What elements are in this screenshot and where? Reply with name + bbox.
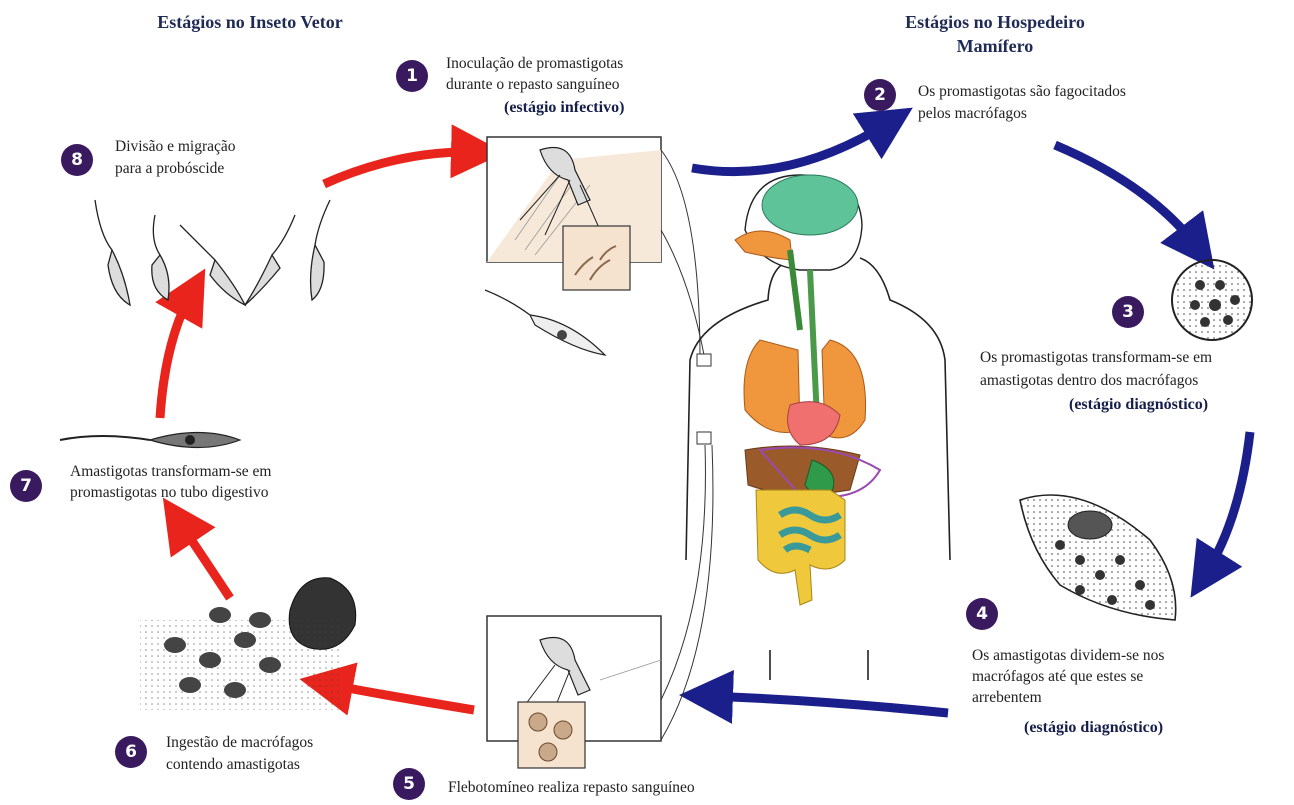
step-1-badge: 1 [396, 60, 428, 92]
insect-stages-title: Estágios no Inseto Vetor [150, 10, 350, 34]
step-8-text-line1: Divisão e migração [115, 137, 236, 156]
step-3-badge: 3 [1112, 296, 1144, 328]
step-4-text-line3: arrebentem [972, 688, 1042, 707]
step-6-text-line1: Ingestão de macrófagos [166, 733, 313, 752]
macrophage-step3 [1172, 260, 1252, 340]
step-4-text-line1: Os amastigotas dividem-se nos [972, 646, 1164, 665]
step-1-stage: (estágio infectivo) [504, 98, 624, 117]
step-6-text-line2: contendo amastigotas [166, 755, 300, 774]
step-7-badge: 7 [10, 470, 42, 502]
step-3-stage: (estágio diagnóstico) [1069, 395, 1208, 414]
step-6-badge: 6 [115, 736, 147, 768]
host-stages-title: Estágios no Hospedeiro Mamífero [890, 10, 1100, 58]
step-3-text-line1: Os promastigotas transformam-se em [980, 348, 1212, 367]
step-3-text-line2: amastigotas dentro dos macrófagos [980, 371, 1198, 390]
step-4-text-line2: macrófagos até que estes se [972, 667, 1143, 686]
step-5-text: Flebotomíneo realiza repasto sanguíneo [448, 778, 695, 797]
step-2-badge: 2 [864, 79, 896, 111]
step-2-text-line1: Os promastigotas são fagocitados [918, 82, 1126, 101]
arrow-3-to-4 [1205, 432, 1250, 575]
step-8-badge: 8 [61, 144, 93, 176]
promastigotes-step8 [95, 200, 330, 305]
sandfly-box-top [487, 137, 661, 290]
ingested-macrophages-step6 [140, 578, 356, 710]
arrow-1-to-2 [692, 122, 890, 172]
macrophage-step4 [1020, 495, 1176, 620]
arrow-4-to-5 [706, 696, 948, 713]
step-7-text-line2: promastigotas no tubo digestivo [70, 483, 268, 502]
step-2-text-line2: pelos macrófagos [918, 104, 1027, 123]
step-7-text-line1: Amastigotas transformam-se em [70, 462, 271, 481]
promastigote-step7 [60, 433, 240, 448]
human-body [686, 175, 950, 680]
step-4-stage: (estágio diagnóstico) [1024, 718, 1163, 737]
arrow-7-to-8 [160, 292, 192, 418]
step-5-badge: 5 [393, 768, 425, 800]
arrow-8-to-1 [324, 152, 478, 184]
step-1-text-line2: durante o repasto sanguíneo [446, 75, 619, 94]
step-4-badge: 4 [966, 598, 998, 630]
promastigote-near-box1 [485, 290, 605, 355]
arrow-6-to-7 [178, 520, 230, 598]
arrow-5-to-6 [326, 684, 474, 710]
step-8-text-line2: para a probóscide [115, 159, 224, 178]
arrow-2-to-3 [1055, 145, 1198, 248]
step-1-text-line1: Inoculação de promastigotas [446, 54, 623, 73]
sandfly-box-bottom [487, 616, 661, 768]
